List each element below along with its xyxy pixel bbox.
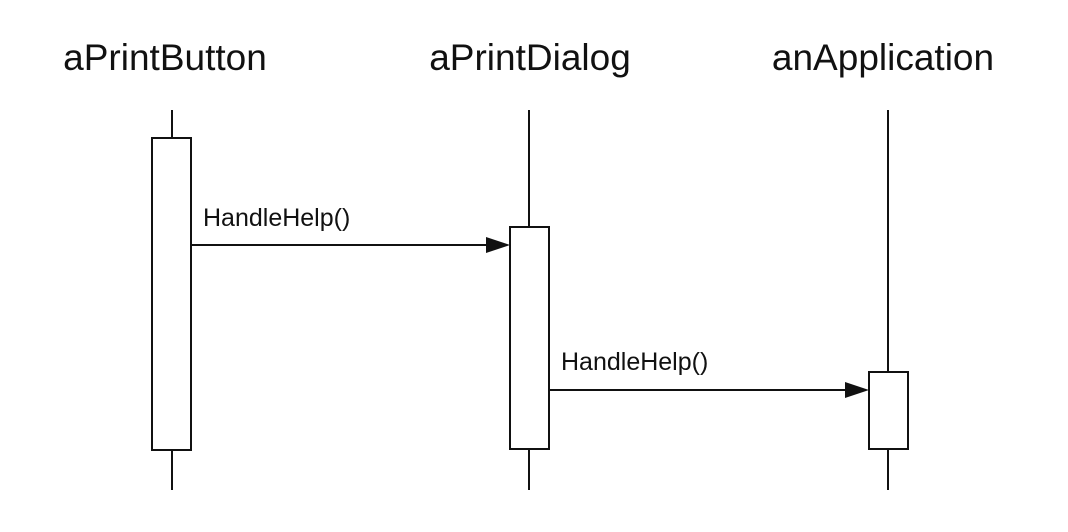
activation-print-dialog xyxy=(509,226,550,450)
participant-label-print-button: aPrintButton xyxy=(63,37,267,78)
participant-label-application: anApplication xyxy=(772,37,994,78)
message-label-1: HandleHelp() xyxy=(203,204,350,232)
activation-print-button xyxy=(151,137,192,451)
arrowhead-2 xyxy=(845,382,869,398)
arrowhead-1 xyxy=(486,237,510,253)
message-label-2: HandleHelp() xyxy=(561,348,708,376)
activation-application xyxy=(868,371,909,450)
participant-label-print-dialog: aPrintDialog xyxy=(429,37,631,78)
